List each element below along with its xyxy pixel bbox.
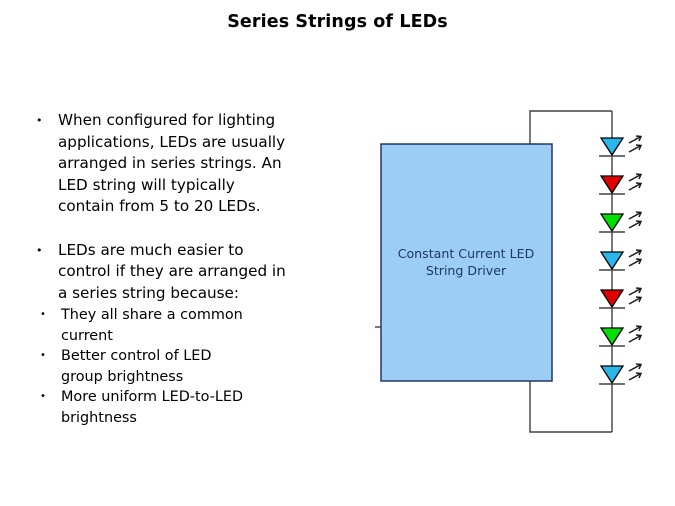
bullet-line: More uniform LED-to-LED — [61, 389, 244, 406]
wire-top — [529, 110, 612, 144]
led-triangle-icon — [599, 137, 625, 157]
led-emission-arrows-icon — [628, 363, 643, 381]
constant-current-driver-block[interactable]: Constant Current LED String Driver — [375, 143, 553, 382]
bullet-text: When configured for lighting application… — [58, 110, 358, 218]
led-emission-arrows-icon — [628, 325, 643, 343]
led-emission-arrows-icon — [628, 211, 643, 229]
bullet-text-column: • When configured for lighting applicati… — [28, 110, 358, 429]
led-symbol-2[interactable] — [599, 173, 643, 195]
sub-bullet-text: More uniform LED-to-LED brightness — [61, 387, 358, 428]
bullet-marker: • — [40, 350, 46, 362]
led-triangle-icon — [599, 213, 625, 233]
led-symbol-7[interactable] — [599, 363, 643, 385]
bullet-line: When configured for lighting — [58, 111, 276, 129]
bullet-marker: • — [36, 114, 43, 127]
bullet-line: arranged in series strings. An — [58, 154, 282, 172]
led-emission-arrows-icon — [628, 173, 643, 191]
bullet-line: contain from 5 to 20 LEDs. — [58, 197, 261, 215]
driver-block-label-line1: Constant Current LED — [398, 246, 535, 261]
bullet-line: Better control of LED — [61, 348, 212, 365]
bullet-line: LED string will typically — [58, 175, 235, 194]
led-symbol-6[interactable] — [599, 325, 643, 347]
led-circuit-diagram: Constant Current LED String Driver — [360, 95, 675, 455]
led-symbol-1[interactable] — [599, 135, 643, 157]
led-emission-arrows-icon — [628, 135, 643, 153]
bullet-line: current — [61, 327, 113, 344]
bullet-line: applications, LEDs are usually — [58, 132, 286, 151]
bullet-line: group brightness — [61, 368, 184, 385]
driver-block-body — [380, 143, 553, 382]
led-triangle-icon — [599, 251, 625, 271]
led-triangle-icon — [599, 175, 625, 195]
sub-bullet-text: They all share a common current — [61, 305, 358, 346]
bullet-item-2: • LEDs are much easier to control if the… — [28, 240, 358, 305]
bullet-line: control if they are arranged in — [58, 262, 286, 280]
bullet-spacer — [28, 218, 358, 240]
bullet-line: a series string because: — [58, 283, 240, 302]
page-title: Series Strings of LEDs — [227, 12, 448, 32]
bullet-item-1: • When configured for lighting applicati… — [28, 110, 358, 218]
led-symbol-5[interactable] — [599, 287, 643, 309]
led-symbol-4[interactable] — [599, 249, 643, 271]
led-triangle-icon — [599, 327, 625, 347]
bullet-line: They all share a common — [61, 307, 243, 323]
bullet-text: LEDs are much easier to control if they … — [58, 240, 358, 305]
bullet-line: LEDs are much easier to — [58, 240, 244, 259]
sub-bullet-item-3: • More uniform LED-to-LED brightness — [28, 387, 358, 428]
bullet-marker: • — [36, 243, 43, 257]
led-symbol-3[interactable] — [599, 211, 643, 233]
bullet-marker: • — [40, 391, 46, 403]
bullet-marker: • — [40, 309, 46, 320]
bullet-line: brightness — [61, 409, 137, 426]
led-emission-arrows-icon — [628, 249, 643, 267]
sub-bullet-list: • They all share a common current • Bett… — [28, 305, 358, 429]
led-string — [599, 135, 643, 385]
led-triangle-icon — [599, 289, 625, 309]
sub-bullet-item-1: • They all share a common current — [28, 305, 358, 346]
driver-block-label-line2: String Driver — [426, 263, 507, 278]
wire-bottom — [529, 381, 612, 433]
sub-bullet-text: Better control of LED group brightness — [61, 346, 358, 387]
sub-bullet-item-2: • Better control of LED group brightness — [28, 346, 358, 387]
led-emission-arrows-icon — [628, 287, 643, 305]
led-triangle-icon — [599, 365, 625, 385]
